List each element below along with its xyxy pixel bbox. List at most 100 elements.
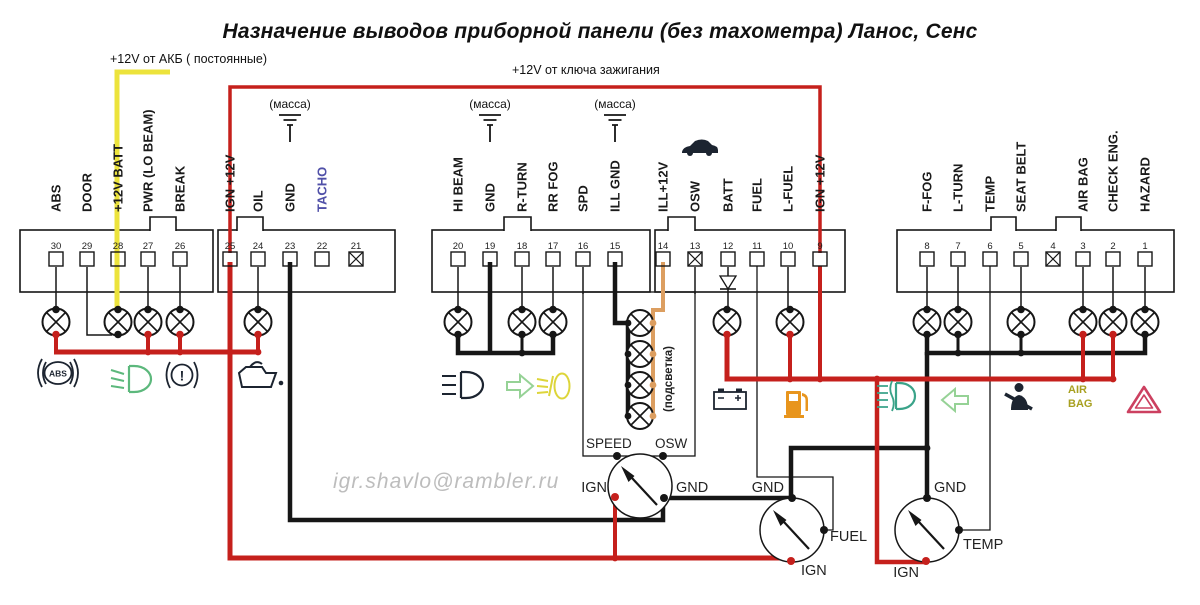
indicator-lamp	[507, 305, 537, 339]
wire	[924, 334, 1148, 356]
gauge-needle	[783, 521, 810, 550]
pin-square	[314, 251, 330, 267]
pin-label: OIL	[251, 190, 266, 212]
svg-text:ABS: ABS	[49, 369, 67, 379]
pin-number: 6	[987, 241, 992, 252]
pin-square	[607, 251, 623, 267]
pin-label: BREAK	[173, 165, 188, 212]
indicator-lamp	[943, 305, 973, 339]
backlight-label: (подсветка)	[663, 346, 675, 412]
pin-label: ILL+12V	[656, 161, 671, 212]
pin-square	[48, 251, 64, 267]
wire	[664, 445, 926, 501]
pin-number: 12	[723, 241, 734, 252]
wire	[874, 379, 924, 565]
connector-E	[896, 216, 1175, 293]
hazard-warning-icon	[1126, 385, 1162, 414]
wire	[228, 85, 822, 253]
watermark: igr.shavlo@rambler.ru	[333, 470, 560, 493]
junction-dot	[649, 350, 657, 358]
pin-number: 2	[1110, 241, 1115, 252]
pin-label: TACHO	[315, 167, 330, 212]
pin-label: L-TURN	[951, 164, 966, 212]
pin-square	[282, 251, 298, 267]
pin-square	[950, 251, 966, 267]
wire	[455, 334, 556, 356]
indicator-lamp	[712, 305, 742, 339]
pin-label: HI BEAM	[451, 157, 466, 212]
wire	[612, 262, 631, 416]
pin-square	[720, 251, 736, 267]
wire	[114, 69, 170, 311]
indicator-lamp	[538, 305, 568, 339]
pin-number: 30	[51, 241, 62, 252]
pin-label: FUEL	[750, 178, 765, 212]
junction-dot	[649, 381, 657, 389]
pin-label: L-FUEL	[781, 166, 796, 212]
pin-number: 17	[548, 241, 559, 252]
pin-square	[749, 251, 765, 267]
pin-number: 16	[578, 241, 589, 252]
junction-dot	[624, 350, 632, 358]
junction-dot	[176, 348, 184, 356]
pin-8: 8 F-FOG	[919, 172, 935, 267]
junction-dot	[226, 348, 234, 356]
junction-dot	[954, 349, 962, 357]
pin-label: SPD	[576, 185, 591, 212]
pin-square	[110, 251, 126, 267]
car-icon	[682, 139, 718, 156]
diode-symbol	[718, 275, 738, 291]
crossed-pin-mark	[348, 251, 364, 267]
pin-number: 15	[610, 241, 621, 252]
pin-number: 4	[1050, 241, 1055, 252]
indicator-lamp	[165, 305, 195, 339]
junction-dot	[1017, 349, 1025, 357]
junction-dot	[649, 319, 657, 327]
pin-square	[780, 251, 796, 267]
ground-label: (масса)	[269, 97, 311, 111]
oil-pressure-icon	[237, 361, 284, 388]
pin-label: IGN +12V	[813, 154, 828, 212]
pin-label: DOOR	[80, 172, 95, 212]
pin-number: 11	[752, 241, 762, 252]
pin-28: 28+12V BATT	[110, 144, 126, 267]
pin-4: 4	[1045, 241, 1061, 267]
pin-number: 19	[485, 241, 496, 252]
pin-number: 27	[143, 241, 154, 252]
pin-square	[655, 251, 671, 267]
pin-label: ABS	[49, 184, 64, 212]
pin-number: 14	[658, 241, 669, 252]
pin-label: IGN +12V	[223, 154, 238, 212]
pin-label: GND	[483, 183, 498, 212]
junction-dot	[873, 375, 881, 383]
indicator-lamp	[1130, 305, 1160, 339]
ignition-supply-note: +12V от ключа зажигания	[512, 63, 660, 77]
gauge-needle	[631, 477, 658, 506]
junction-dot	[518, 349, 526, 357]
junction-dot	[649, 412, 657, 420]
pin-square	[450, 251, 466, 267]
junction-dot	[786, 375, 794, 383]
indicator-lamp	[133, 305, 163, 339]
pin-label: RR FOG	[546, 161, 561, 212]
pin-number: 8	[924, 241, 929, 252]
turn-right-arrow-icon	[506, 372, 535, 400]
indicator-lamp	[103, 305, 133, 339]
gauge-terminal-label: GND	[934, 480, 966, 496]
pin-number: 21	[351, 241, 362, 252]
pin-label: PWR (LO BEAM)	[141, 109, 156, 212]
pin-label: F-FOG	[920, 172, 935, 212]
indicator-lamp	[1098, 305, 1128, 339]
wire	[724, 334, 1115, 382]
junction-dot	[923, 444, 931, 452]
pin-11: 11 FUEL	[749, 178, 765, 267]
pin-19: 19 GND	[482, 183, 498, 267]
